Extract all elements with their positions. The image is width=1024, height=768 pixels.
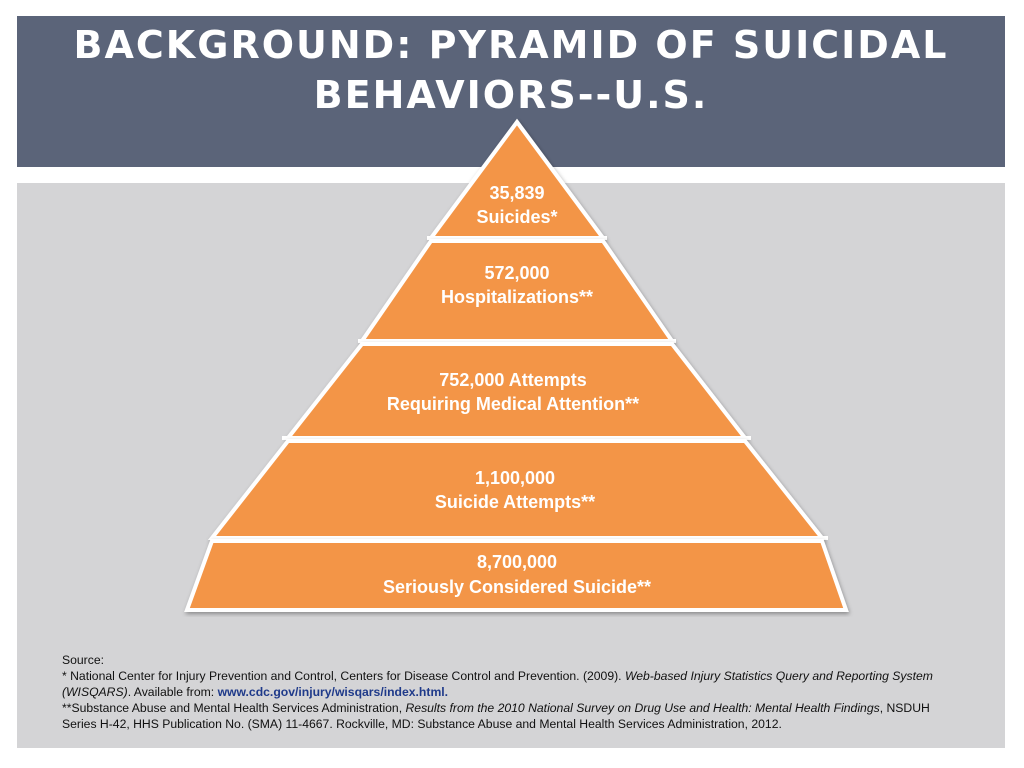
pyramid-level-2-label: Hospitalizations**: [441, 287, 593, 307]
source-ref1-available: . Available from:: [127, 685, 215, 699]
slide-title: BACKGROUND: PYRAMID OF SUICIDAL BEHAVIOR…: [17, 20, 1005, 120]
pyramid-level-3-label: Requiring Medical Attention**: [387, 394, 639, 414]
pyramid-level-1-label: Suicides*: [476, 207, 557, 227]
source-reference-1: * National Center for Injury Prevention …: [62, 668, 962, 700]
pyramid-level-3-value: 752,000 Attempts: [439, 370, 586, 390]
cdc-wisqars-link[interactable]: www.cdc.gov/injury/wisqars/index.html.: [217, 685, 449, 699]
pyramid-level-5-value: 8,700,000: [477, 552, 557, 572]
source-ref2-title: Results from the 2010 National Survey on…: [405, 701, 880, 715]
source-ref1-text: * National Center for Injury Prevention …: [62, 669, 622, 683]
pyramid-level-2-value: 572,000: [484, 263, 549, 283]
pyramid-level-5-label: Seriously Considered Suicide**: [383, 577, 651, 597]
slide-title-line-1: BACKGROUND: PYRAMID OF SUICIDAL: [73, 23, 949, 67]
source-notes: Source: * National Center for Injury Pre…: [62, 652, 962, 732]
source-ref2-rest: , NSDUH Series H-42, HHS Publication No.…: [62, 701, 930, 731]
pyramid-level-5-shape: [184, 539, 849, 612]
source-ref2-text: **Substance Abuse and Mental Health Serv…: [62, 701, 403, 715]
source-reference-2: **Substance Abuse and Mental Health Serv…: [62, 700, 962, 732]
slide-title-line-2: BEHAVIORS--U.S.: [313, 73, 709, 117]
pyramid-level-4-value: 1,100,000: [475, 468, 555, 488]
pyramid-level-4-label: Suicide Attempts**: [435, 492, 595, 512]
source-ref1-title: Web-based Injury Statistics Query and Re…: [62, 669, 933, 699]
pyramid-level-4-shape: [207, 439, 827, 540]
pyramid-level-3-shape: [283, 342, 750, 440]
pyramid-level-1-value: 35,839: [489, 183, 544, 203]
source-heading: Source:: [62, 653, 105, 667]
